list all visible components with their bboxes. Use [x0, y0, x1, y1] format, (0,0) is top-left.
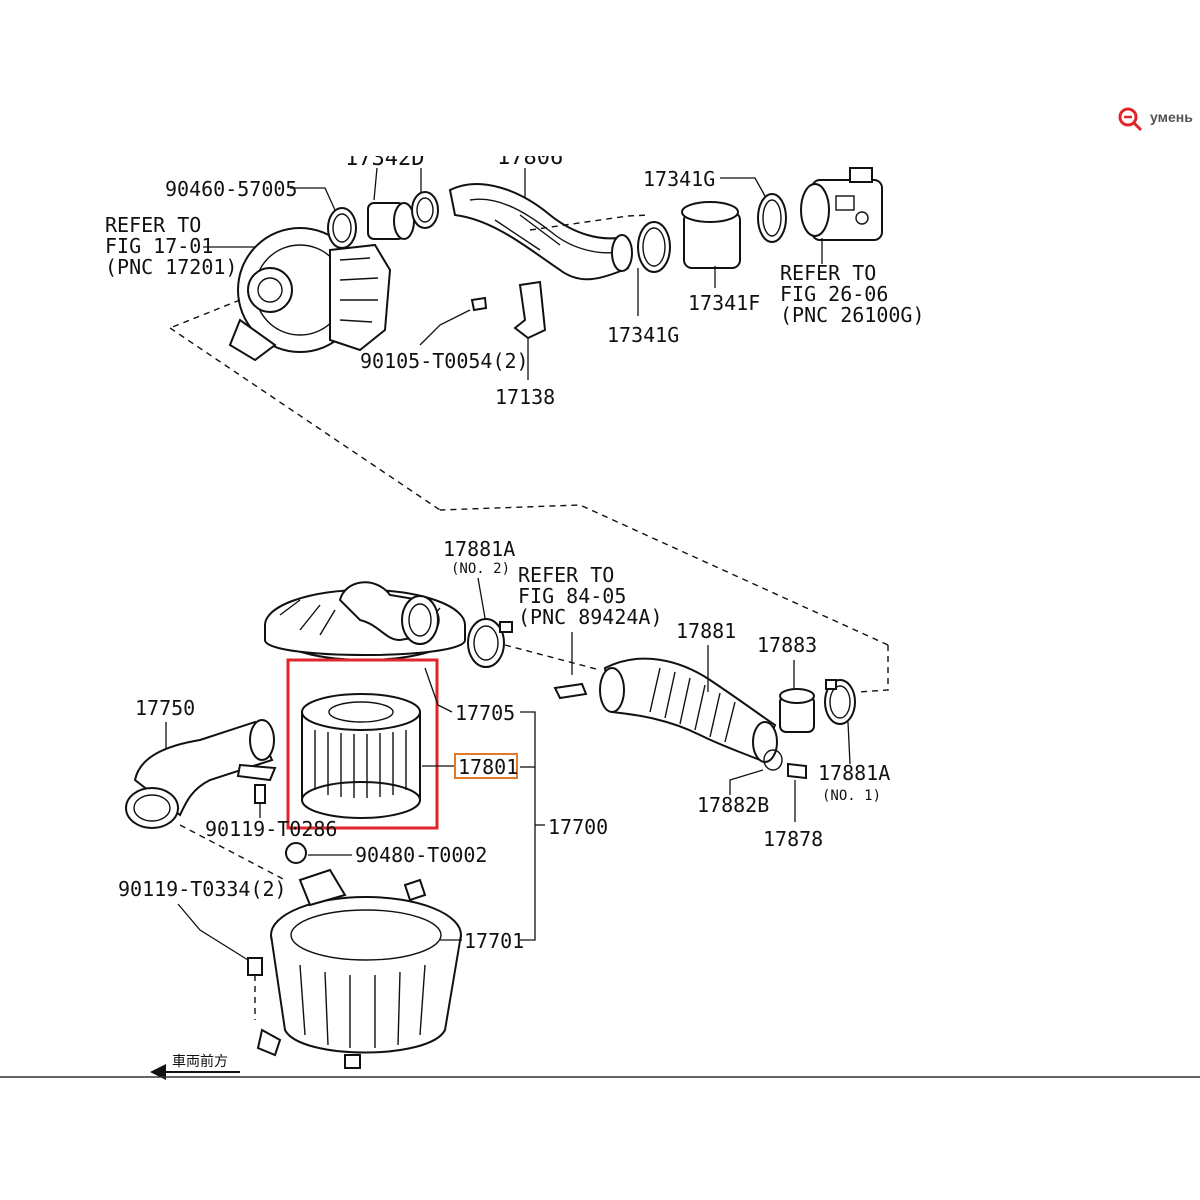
label-17701: 17701 [464, 929, 524, 953]
front-arrow-icon [150, 1064, 166, 1080]
label-90119-T0286: 90119-T0286 [205, 817, 337, 841]
svg-text:(PNC 26100G): (PNC 26100G) [780, 303, 925, 327]
zoom-out-label: умень [1150, 109, 1193, 125]
label-90480-T0002: 90480-T0002 [355, 843, 487, 867]
label-no1: (NO. 1) [822, 788, 881, 804]
intake-hose [599, 657, 778, 763]
label-17750: 17750 [135, 696, 195, 720]
label-17801: 17801 [458, 755, 518, 779]
label-17881A-bottom: 17881A [818, 761, 890, 785]
air-cleaner-case [256, 868, 462, 1069]
label-17883: 17883 [757, 633, 817, 657]
label-17341F: 17341F [688, 291, 760, 315]
svg-text:REFER TO: REFER TO [518, 563, 614, 587]
svg-text:(PNC 17201): (PNC 17201) [105, 255, 237, 279]
highlight-label-17801[interactable] [454, 753, 518, 779]
highlight-box-filter[interactable] [286, 658, 439, 830]
upper-assembly: 17342D 17806 90460-57005 REFER TO FIG 17… [105, 140, 925, 511]
svg-text:FIG 26-06: FIG 26-06 [780, 282, 888, 306]
label-90119-T0334: 90119-T0334(2) [118, 877, 287, 901]
label-17878: 17878 [763, 827, 823, 851]
label-90460-57005: 90460-57005 [165, 177, 297, 201]
turbocharger [228, 227, 392, 362]
air-cleaner-cap [264, 581, 466, 661]
inlet-duct [125, 719, 277, 829]
refer-throttle-note: REFER TO FIG 26-06 (PNC 26100G) [780, 261, 925, 327]
svg-text:REFER TO: REFER TO [105, 213, 201, 237]
refer-sensor-note: REFER TO FIG 84-05 (PNC 89424A) [518, 563, 663, 629]
filter-element [301, 693, 421, 819]
label-no2: (NO. 2) [451, 561, 510, 577]
svg-text:FIG 17-01: FIG 17-01 [105, 234, 213, 258]
svg-text:FIG 84-05: FIG 84-05 [518, 584, 626, 608]
lower-assembly: 17705 17801 17700 17881A (NO. 2) REFER T… [118, 504, 890, 1080]
label-17341G-bottom: 17341G [607, 323, 679, 347]
label-17881A-top: 17881A [443, 537, 515, 561]
zoom-out-icon [1118, 107, 1143, 132]
zoom-out-control[interactable]: умень [1118, 107, 1193, 132]
svg-text:REFER TO: REFER TO [780, 261, 876, 285]
label-17341G-top: 17341G [643, 167, 715, 191]
label-17881: 17881 [676, 619, 736, 643]
refer-turbo-note: REFER TO FIG 17-01 (PNC 17201) [105, 213, 237, 279]
label-17700: 17700 [548, 815, 608, 839]
svg-text:(PNC 89424A): (PNC 89424A) [518, 605, 663, 629]
label-90105-T0054: 90105-T0054(2) [360, 349, 529, 373]
label-17138: 17138 [495, 385, 555, 409]
label-17882B: 17882B [697, 793, 769, 817]
throttle-body [800, 167, 883, 241]
label-17705: 17705 [455, 701, 515, 725]
label-front-direction: 車両前方 [172, 1053, 228, 1070]
